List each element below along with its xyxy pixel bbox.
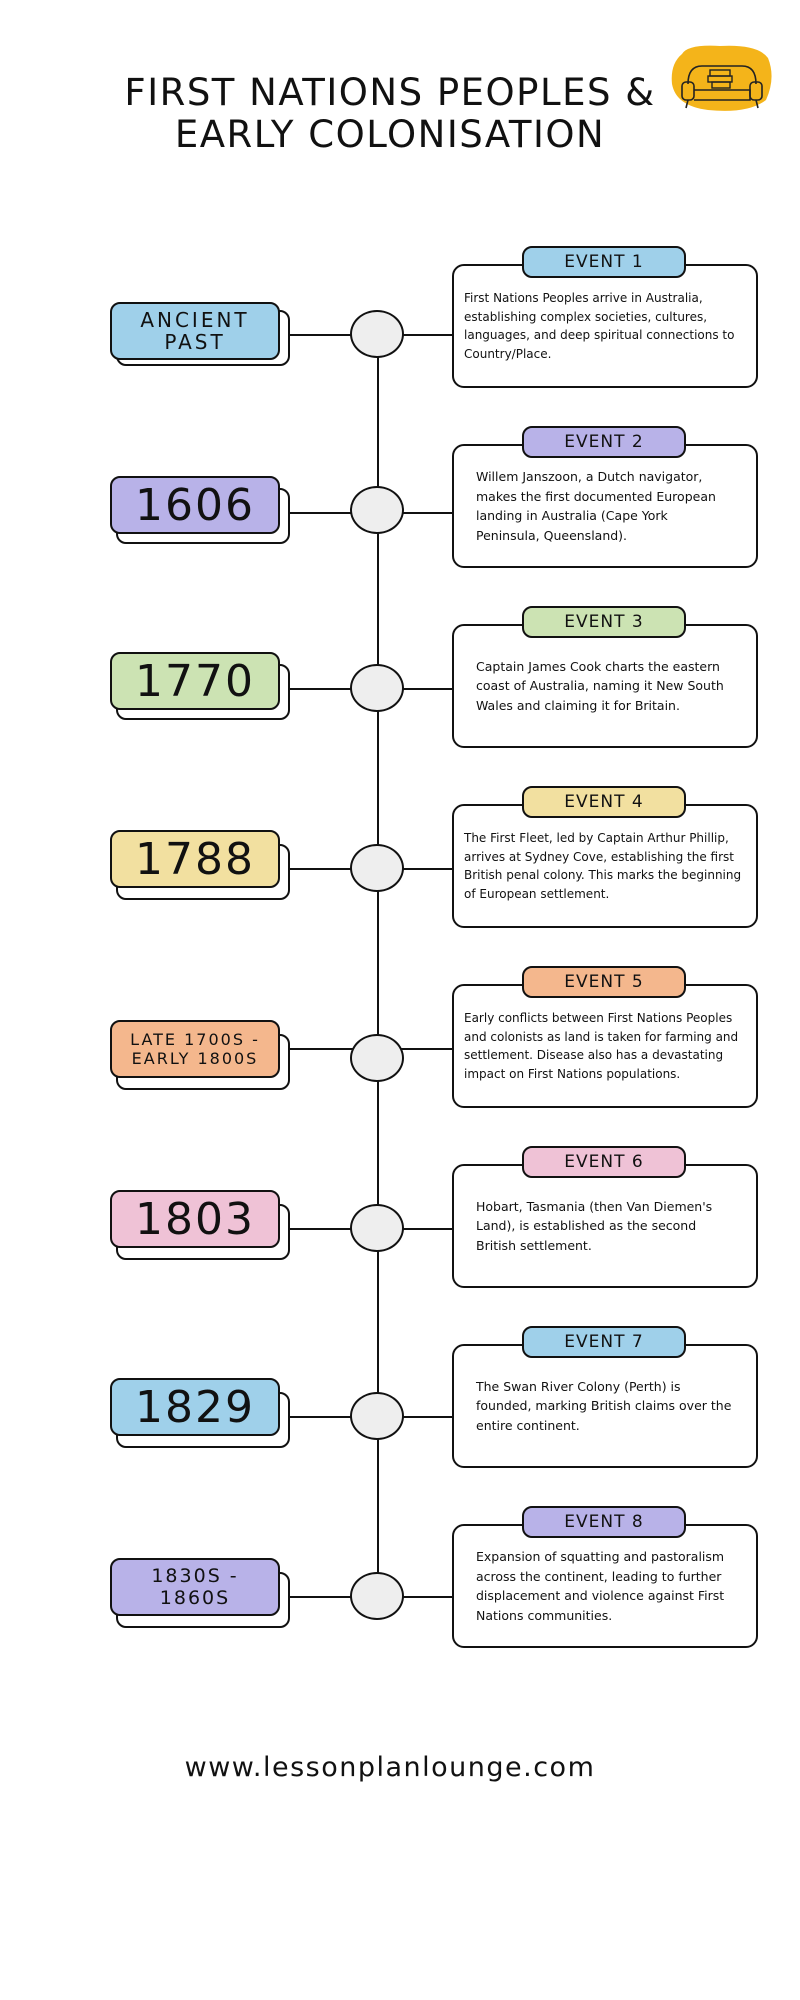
date-box: 1770 [110, 652, 280, 710]
timeline-spine [377, 340, 379, 1595]
event-text: Early conflicts between First Nations Pe… [464, 1011, 739, 1081]
event-text: The First Fleet, led by Captain Arthur P… [464, 831, 742, 901]
timeline-node [350, 844, 404, 892]
event-card: The First Fleet, led by Captain Arthur P… [452, 804, 758, 928]
timeline-node [350, 310, 404, 358]
event-text: Expansion of squatting and pastoralism a… [476, 1549, 725, 1623]
timeline-row: 1606 Willem Janszoon, a Dutch navigator,… [0, 426, 800, 580]
date-box: ANCIENT PAST [110, 302, 280, 360]
event-text: The Swan River Colony (Perth) is founded… [476, 1378, 732, 1433]
event-label: EVENT 6 [564, 1152, 644, 1172]
date-box: 1606 [110, 476, 280, 534]
title-line-2: EARLY COLONISATION [174, 113, 606, 156]
timeline-row: ANCIENT PAST First Nations Peoples arriv… [0, 246, 800, 400]
timeline-node [350, 486, 404, 534]
event-label: EVENT 7 [564, 1332, 644, 1352]
event-card: Expansion of squatting and pastoralism a… [452, 1524, 758, 1648]
page-title: FIRST NATIONS PEOPLES & EARLY COLONISATI… [0, 72, 780, 156]
event-pill: EVENT 5 [522, 966, 686, 998]
event-label: EVENT 1 [564, 252, 644, 272]
event-pill: EVENT 2 [522, 426, 686, 458]
timeline-node [350, 1034, 404, 1082]
event-card: Hobart, Tasmania (then Van Diemen's Land… [452, 1164, 758, 1288]
timeline-row: LATE 1700S - EARLY 1800S Early conflicts… [0, 966, 800, 1120]
date-box: 1830S - 1860S [110, 1558, 280, 1616]
event-pill: EVENT 8 [522, 1506, 686, 1538]
date-box: 1829 [110, 1378, 280, 1436]
timeline-row: 1829 The Swan River Colony (Perth) is fo… [0, 1326, 800, 1480]
sofa-logo-icon [671, 45, 772, 111]
date-box: LATE 1700S - EARLY 1800S [110, 1020, 280, 1078]
event-card: The Swan River Colony (Perth) is founded… [452, 1344, 758, 1468]
event-label: EVENT 3 [564, 612, 644, 632]
event-pill: EVENT 6 [522, 1146, 686, 1178]
event-label: EVENT 4 [564, 792, 644, 812]
event-pill: EVENT 4 [522, 786, 686, 818]
footer-website-link[interactable]: www.lessonplanlounge.com [184, 1752, 596, 1783]
event-pill: EVENT 1 [522, 246, 686, 278]
event-label: EVENT 8 [564, 1512, 644, 1532]
event-pill: EVENT 7 [522, 1326, 686, 1358]
event-text: Captain James Cook charts the eastern co… [476, 658, 724, 713]
date-box: 1803 [110, 1190, 280, 1248]
timeline-row: 1788 The First Fleet, led by Captain Art… [0, 786, 800, 940]
event-text: First Nations Peoples arrive in Australi… [464, 291, 735, 361]
event-card: Captain James Cook charts the eastern co… [452, 624, 758, 748]
date-box: 1788 [110, 830, 280, 888]
timeline-row: 1770 Captain James Cook charts the easte… [0, 606, 800, 760]
date-label: 1606 [135, 479, 255, 531]
timeline-node [350, 1392, 404, 1440]
title-line-1: FIRST NATIONS PEOPLES & [124, 71, 656, 114]
timeline-row: 1830S - 1860S Expansion of squatting and… [0, 1506, 800, 1660]
timeline-node [350, 664, 404, 712]
event-card: Early conflicts between First Nations Pe… [452, 984, 758, 1108]
date-label: 1788 [135, 833, 255, 885]
event-text: Hobart, Tasmania (then Van Diemen's Land… [476, 1198, 713, 1253]
event-label: EVENT 2 [564, 432, 644, 452]
event-label: EVENT 5 [564, 972, 644, 992]
timeline-row: 1803 Hobart, Tasmania (then Van Diemen's… [0, 1146, 800, 1300]
event-card: First Nations Peoples arrive in Australi… [452, 264, 758, 388]
timeline-node [350, 1204, 404, 1252]
date-label: ANCIENT PAST [140, 308, 250, 354]
date-label: 1829 [135, 1381, 255, 1433]
date-label: LATE 1700S - EARLY 1800S [130, 1030, 260, 1068]
date-label: 1803 [135, 1193, 255, 1245]
event-pill: EVENT 3 [522, 606, 686, 638]
event-card: Willem Janszoon, a Dutch navigator, make… [452, 444, 758, 568]
timeline-node [350, 1572, 404, 1620]
date-label: 1830S - 1860S [151, 1565, 239, 1609]
date-label: 1770 [135, 655, 255, 707]
event-text: Willem Janszoon, a Dutch navigator, make… [476, 469, 716, 543]
